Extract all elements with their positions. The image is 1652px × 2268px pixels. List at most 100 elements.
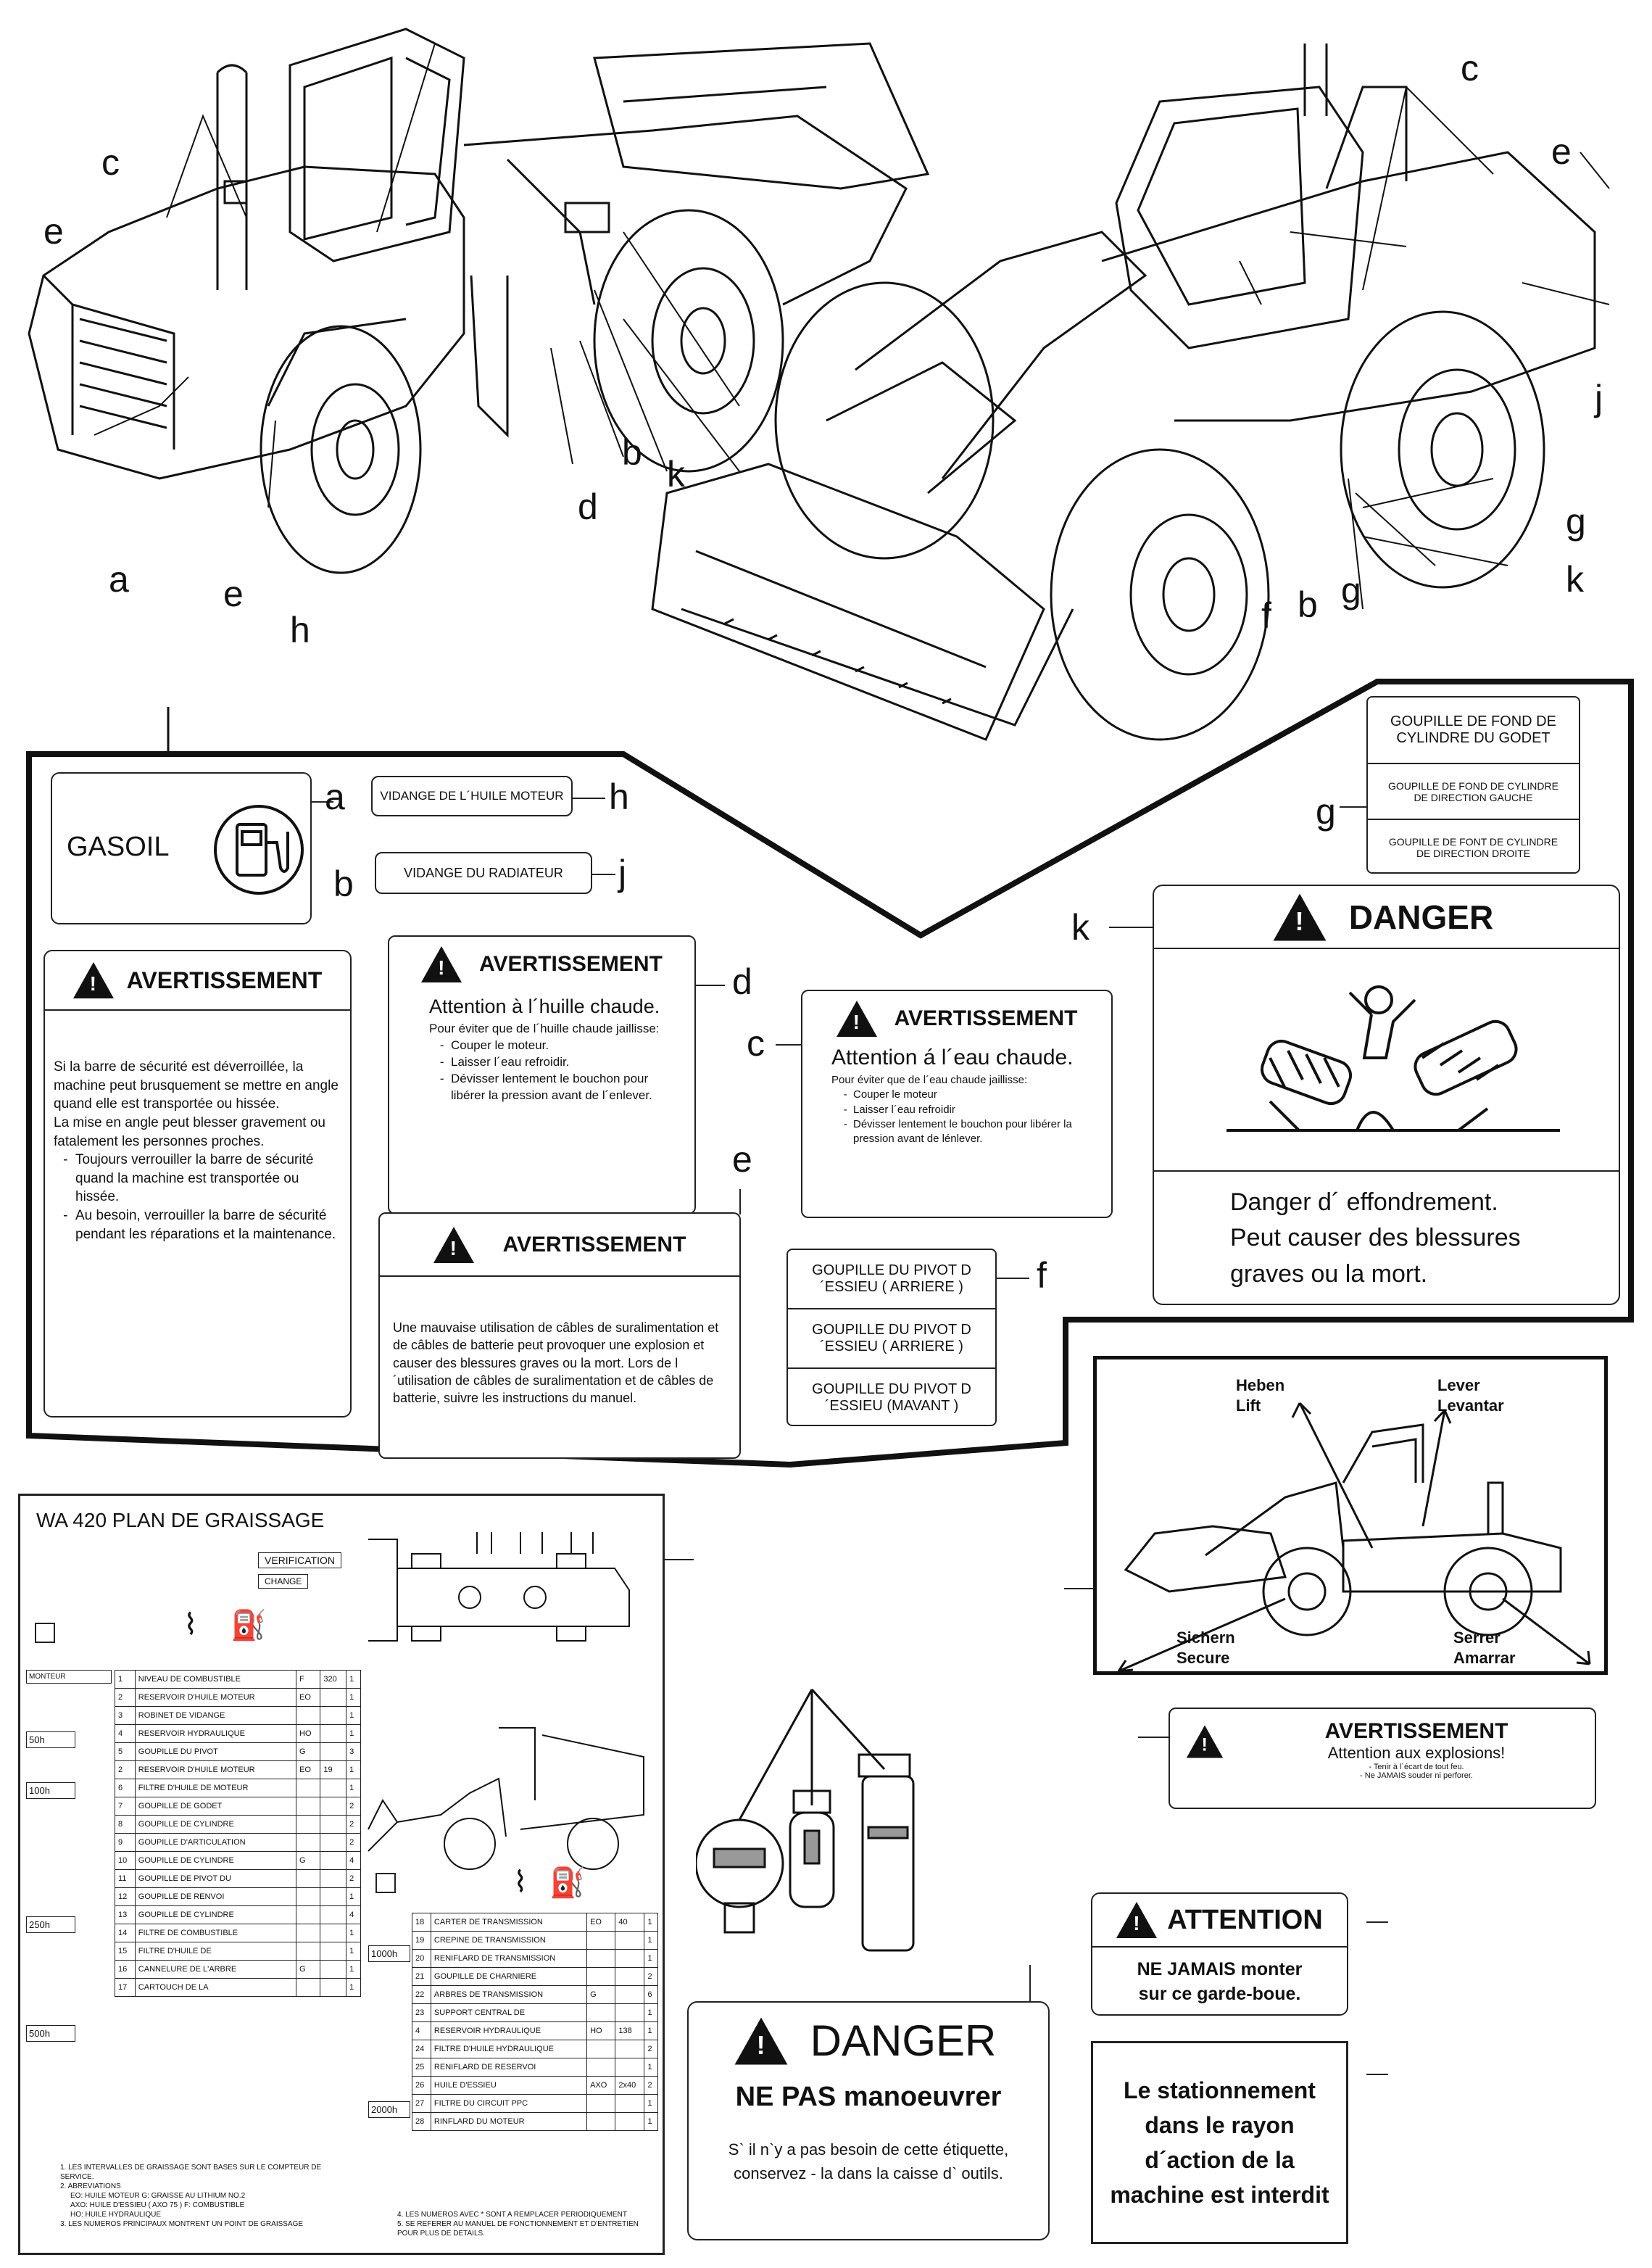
table-cell-c	[296, 1779, 321, 1797]
table-cell-q: 2	[644, 2040, 658, 2058]
table-cell-v: 320	[320, 1670, 347, 1689]
table-cell-q: 1	[346, 1942, 361, 1961]
table-cell-v	[320, 1942, 347, 1961]
table-cell-c	[296, 1815, 321, 1834]
table-cell-c: HO	[296, 1724, 321, 1743]
table-cell-n: 27	[412, 2094, 431, 2113]
do-not-operate-subtitle: NE PAS manoeuvrer	[735, 2082, 1002, 2112]
lubrication-note5: 5. SE REFERER AU MANUEL DE FONCTIONNEMEN…	[397, 2220, 639, 2238]
table-cell-c: F	[296, 1670, 321, 1689]
parking-line2: dans le rayon	[1145, 2112, 1295, 2138]
table-cell-t: RENIFLARD DE RESERVOI	[430, 2058, 588, 2077]
callout-f-label: f	[1037, 1255, 1047, 1296]
table-cell-v	[320, 1978, 347, 1997]
interval-tag-100h: 100h	[26, 1782, 75, 1799]
hot-oil-item3: Dévisser lentement le bouchon pour libér…	[451, 1071, 680, 1104]
table-cell-t: GOUPILLE DE PIVOT DU	[134, 1869, 297, 1888]
callout-b-label: b	[333, 864, 354, 904]
table-cell-v	[320, 1688, 347, 1707]
table-cell-n: 14	[115, 1924, 136, 1942]
table-cell-c: AXO	[586, 2076, 616, 2095]
table-cell-c	[296, 1924, 321, 1942]
table-cell-q: 1	[346, 1960, 361, 1979]
cylinder-pin-label: GOUPILLE DE FOND DE CYLINDRE DU GODET GO…	[1366, 696, 1580, 874]
table-cell-t: FILTRE DU CIRCUIT PPC	[430, 2094, 588, 2113]
hot-water-headline: Attention á l´eau chaude.	[831, 1046, 1074, 1069]
lift-amarrar: Amarrar	[1453, 1648, 1516, 1667]
lubrication-note2c: HO: HUILE HYDRAULIQUE	[70, 2211, 162, 2219]
table-cell-q: 1	[644, 2058, 658, 2077]
table-cell-v	[320, 1887, 347, 1906]
crush-danger-decal: DANGER Danger d´ effondrement. Peut caus…	[1153, 885, 1620, 1305]
table-cell-n: 18	[412, 1913, 431, 1932]
callout-e-bottom: e	[223, 574, 244, 614]
table-cell-t: GOUPILLE DU PIVOT	[134, 1742, 297, 1761]
table-cell-v	[320, 1815, 347, 1834]
table-cell-q: 1	[644, 1931, 658, 1950]
table-cell-n: 21	[412, 1967, 431, 1986]
table-cell-t: FILTRE DE COMBUSTIBLE	[134, 1924, 297, 1942]
callout-h-label: h	[609, 777, 629, 817]
table-cell-t: RESERVOIR HYDRAULIQUE	[134, 1724, 297, 1743]
interval-tag-2000h: 2000h	[368, 2101, 410, 2118]
warning-triangle-icon	[72, 962, 114, 998]
callout-c-right: c	[1461, 48, 1479, 88]
table-cell-v	[615, 1931, 645, 1950]
table-cell-c: G	[296, 1960, 321, 1979]
table-cell-n: 23	[412, 2003, 431, 2022]
table-cell-v	[320, 1960, 347, 1979]
table-cell-n: 10	[115, 1851, 136, 1870]
table-cell-n: 5	[115, 1742, 136, 1761]
table-cell-n: 8	[115, 1815, 136, 1834]
lift-secure: Secure	[1176, 1648, 1230, 1667]
interval-tag-250h: 250h	[26, 1916, 75, 1933]
table-cell-n: 19	[412, 1931, 431, 1950]
crush-danger-line1: Danger d´ effondrement.	[1230, 1188, 1498, 1216]
table-cell-q: 2	[346, 1797, 361, 1816]
callout-j-label: j	[618, 853, 627, 893]
table-cell-c	[296, 1887, 321, 1906]
table-cell-n: 11	[115, 1869, 136, 1888]
callout-c-left: c	[101, 142, 120, 183]
callout-k-label: k	[1071, 907, 1089, 948]
callout-h-drawing: h	[290, 610, 310, 650]
attention-fender-decal: ATTENTION NE JAMAIS monter sur ce garde-…	[1091, 1892, 1348, 2016]
table-cell-t: GOUPILLE DE CYLINDRE	[134, 1905, 297, 1924]
table-cell-n: 9	[115, 1833, 136, 1852]
table-cell-n: 4	[412, 2021, 431, 2040]
table-cell-c	[296, 1978, 321, 1997]
table-cell-c: EO	[296, 1688, 321, 1707]
table-cell-v	[615, 2040, 645, 2058]
warning-triangle-icon	[1116, 1902, 1158, 1938]
explosion-warning-decal: AVERTISSEMENT Attention aux explosions! …	[1169, 1708, 1596, 1809]
hot-water-warning-decal: AVERTISSEMENT Attention á l´eau chaude. …	[801, 990, 1113, 1218]
table-cell-q: 1	[644, 1949, 658, 1968]
lubrication-note1: 1. LES INTERVALLES DE GRAISSAGE SONT BAS…	[60, 2164, 322, 2181]
warning-triangle-icon	[421, 945, 462, 982]
table-cell-q: 4	[346, 1851, 361, 1870]
interval-tag-1000h: 1000h	[368, 1945, 410, 1962]
table-cell-c	[586, 1949, 616, 1968]
battery-cable-warning-text: Une mauvaise utilisation de câbles de su…	[393, 1320, 719, 1406]
callout-g-label: g	[1316, 791, 1336, 832]
grease-gun-icon: ⌇	[513, 1866, 528, 1898]
safety-bar-warning-header: AVERTISSEMENT	[45, 951, 350, 1011]
table-cell-t: ARBRES DE TRANSMISSION	[430, 1985, 588, 2004]
table-cell-n: 17	[115, 1978, 136, 1997]
table-cell-t: CARTOUCH DE LA	[134, 1978, 297, 1997]
attention-header: ATTENTION	[1092, 1894, 1347, 1948]
table-cell-c	[586, 2112, 616, 2131]
table-cell-q: 1	[644, 2003, 658, 2022]
hot-water-item3: Dévisser lentement le bouchon pour libér…	[853, 1117, 1098, 1147]
table-cell-v	[320, 1924, 347, 1942]
hot-oil-headline: Attention à l´huille chaude.	[429, 996, 660, 1017]
table-cell-v	[615, 1985, 645, 2004]
